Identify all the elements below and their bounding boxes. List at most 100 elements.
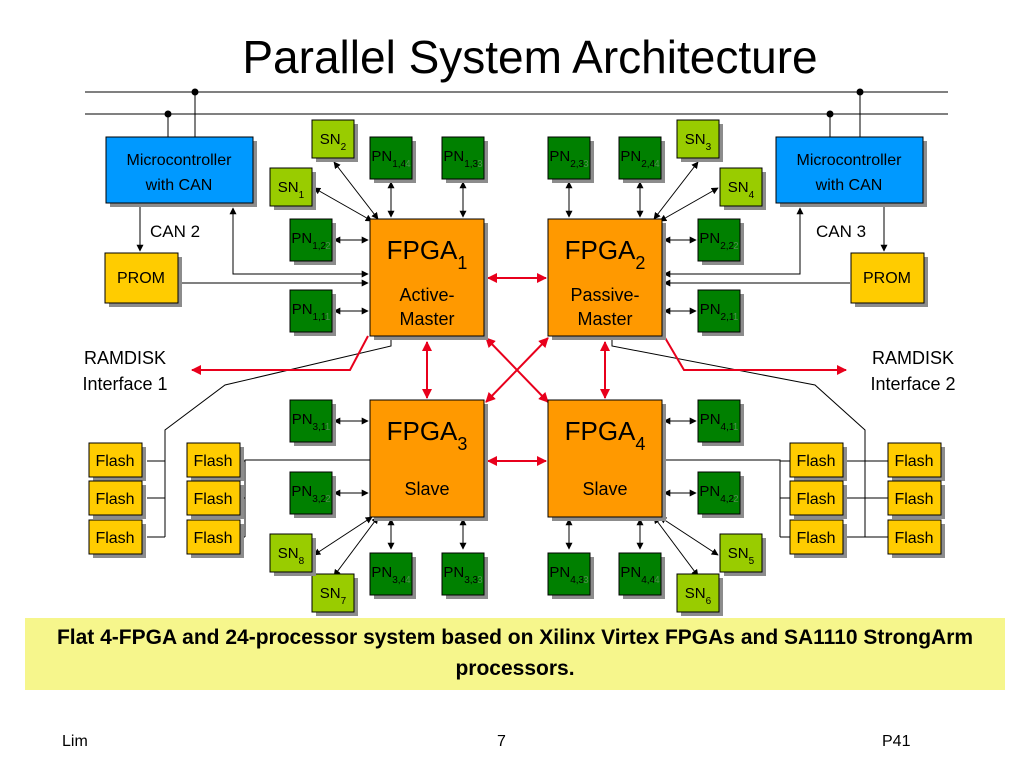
processing-node-label: PN4,22 — [699, 483, 739, 505]
sn-link — [659, 187, 719, 222]
flash-box — [88, 480, 143, 516]
processing-node-label: PN2,22 — [699, 230, 739, 252]
service-node — [269, 167, 313, 207]
processing-node-label: PN4,44 — [620, 564, 660, 586]
fpga-role-label: Slave — [582, 479, 627, 499]
sn-link — [653, 161, 699, 220]
processing-node — [369, 552, 413, 596]
sn-link — [333, 161, 379, 220]
flash-box — [789, 480, 844, 516]
processing-node-label: PN3,22 — [291, 483, 331, 505]
service-node — [719, 167, 763, 207]
flash-box — [186, 480, 241, 516]
microcontroller-label: Microcontroller — [797, 152, 903, 169]
service-node-label: SN1 — [278, 179, 305, 201]
fpga-role-label: Slave — [404, 479, 449, 499]
processing-node — [289, 289, 333, 333]
flash-bus — [164, 338, 392, 537]
flash-box — [887, 442, 942, 478]
service-node-label: SN4 — [728, 179, 755, 201]
flash-bus — [611, 338, 866, 537]
flash-box — [789, 519, 844, 555]
processing-node-label: PN3,44 — [371, 564, 411, 586]
processing-node — [697, 289, 741, 333]
processing-node-label: PN2,44 — [620, 148, 660, 170]
ramdisk-link — [191, 335, 369, 375]
flash-label: Flash — [193, 453, 232, 470]
fpga-role-label: Master — [577, 309, 632, 329]
service-node — [311, 573, 355, 613]
footer-author: Lim — [62, 733, 88, 750]
service-node — [719, 533, 763, 573]
fpga-box — [369, 399, 485, 518]
processing-node — [369, 136, 413, 180]
fpga-role-label: Master — [399, 309, 454, 329]
ramdisk-label: Interface 2 — [870, 374, 955, 394]
processing-node — [697, 218, 741, 262]
processing-node — [441, 136, 485, 180]
processing-node — [289, 471, 333, 515]
microcontroller-label: with CAN — [145, 177, 213, 194]
flash-box — [887, 519, 942, 555]
ramdisk-label: RAMDISK — [872, 348, 954, 368]
ramdisk-label: Interface 1 — [82, 374, 167, 394]
processing-node — [697, 471, 741, 515]
fpga-label: FPGA4 — [565, 416, 646, 454]
processing-node-label: PN4,33 — [549, 564, 589, 586]
service-node-label: SN8 — [278, 545, 305, 567]
flash-box — [186, 442, 241, 478]
service-node-label: SN3 — [685, 131, 712, 153]
flash-box — [88, 442, 143, 478]
fpga-box — [547, 399, 663, 518]
ramdisk-link — [663, 335, 847, 375]
fpga-label: FPGA1 — [387, 235, 468, 273]
processing-node-label: PN1,33 — [443, 148, 483, 170]
sn-link — [333, 516, 379, 577]
service-node-label: SN2 — [320, 131, 347, 153]
processing-node — [618, 136, 662, 180]
mcu-fpga-link — [663, 207, 804, 278]
can-label: CAN 3 — [816, 222, 866, 241]
sn-link — [313, 187, 373, 222]
flash-label: Flash — [894, 453, 933, 470]
flash-label: Flash — [796, 491, 835, 508]
flash-label: Flash — [894, 491, 933, 508]
processing-node-label: PN1,44 — [371, 148, 411, 170]
flash-box — [789, 442, 844, 478]
processing-node-label: PN1,11 — [292, 301, 331, 323]
fpga-label: FPGA3 — [387, 416, 468, 454]
fpga-box — [369, 218, 485, 337]
sn-link — [653, 516, 699, 577]
footer-slide-id: P41 — [882, 733, 911, 750]
processing-node — [289, 218, 333, 262]
processing-node — [441, 552, 485, 596]
service-node-label: SN6 — [685, 585, 712, 607]
flash-label: Flash — [796, 530, 835, 547]
service-node — [676, 119, 720, 159]
service-node-label: SN7 — [320, 585, 347, 607]
microcontroller-label: Microcontroller — [127, 152, 233, 169]
flash-label: Flash — [193, 530, 232, 547]
service-node — [676, 573, 720, 613]
flash-box — [88, 519, 143, 555]
footer-page-number: 7 — [497, 733, 506, 750]
fpga-box — [547, 218, 663, 337]
prom-label: PROM — [117, 270, 165, 287]
microcontroller-box — [105, 136, 254, 204]
flash-label: Flash — [95, 491, 134, 508]
processing-node-label: PN2,11 — [700, 301, 739, 323]
processing-node — [289, 399, 333, 443]
processing-node-label: PN1,22 — [291, 230, 331, 252]
flash-label: Flash — [894, 530, 933, 547]
caption-box: Flat 4-FPGA and 24-processor system base… — [25, 618, 1005, 690]
flash-label: Flash — [95, 530, 134, 547]
flash-box — [186, 519, 241, 555]
processing-node — [618, 552, 662, 596]
flash-bus — [244, 459, 370, 537]
fpga-role-label: Active- — [399, 285, 454, 305]
processing-node-label: PN3,33 — [443, 564, 483, 586]
processing-node-label: PN2,33 — [549, 148, 589, 170]
service-node-label: SN5 — [728, 545, 755, 567]
processing-node-label: PN3,11 — [292, 411, 331, 433]
